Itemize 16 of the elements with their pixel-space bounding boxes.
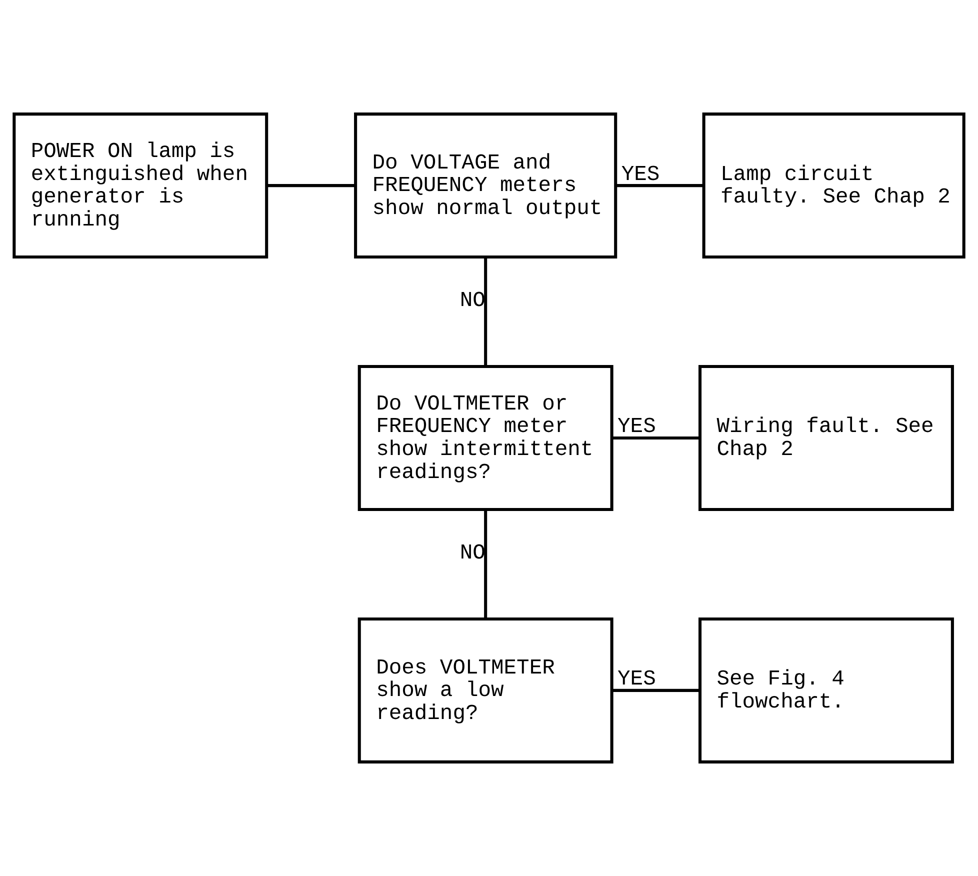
node-box: Wiring fault. See Chap 2 [698,365,954,511]
edge-label: YES [621,162,660,187]
connector [612,688,700,692]
connector [484,510,488,619]
connector [266,184,356,188]
node-box: Lamp circuit faulty. See Chap 2 [702,112,966,259]
node-box: Do VOLTAGE and FREQUENCY meters show normal output [354,112,618,259]
edge-label: YES [618,415,656,440]
node-box: Do VOLTMETER or FREQUENCY meter show intermittent readings? [358,365,614,511]
edge-label: YES [618,668,656,692]
connector [612,436,700,440]
connector [484,257,488,366]
node-box: Does VOLTMETER show a low reading? [358,617,614,764]
node-box: See Fig. 4 flowchart. [698,617,954,764]
node-box: POWER ON lamp is extinguished when generator is running [12,112,268,259]
connector [616,184,704,188]
